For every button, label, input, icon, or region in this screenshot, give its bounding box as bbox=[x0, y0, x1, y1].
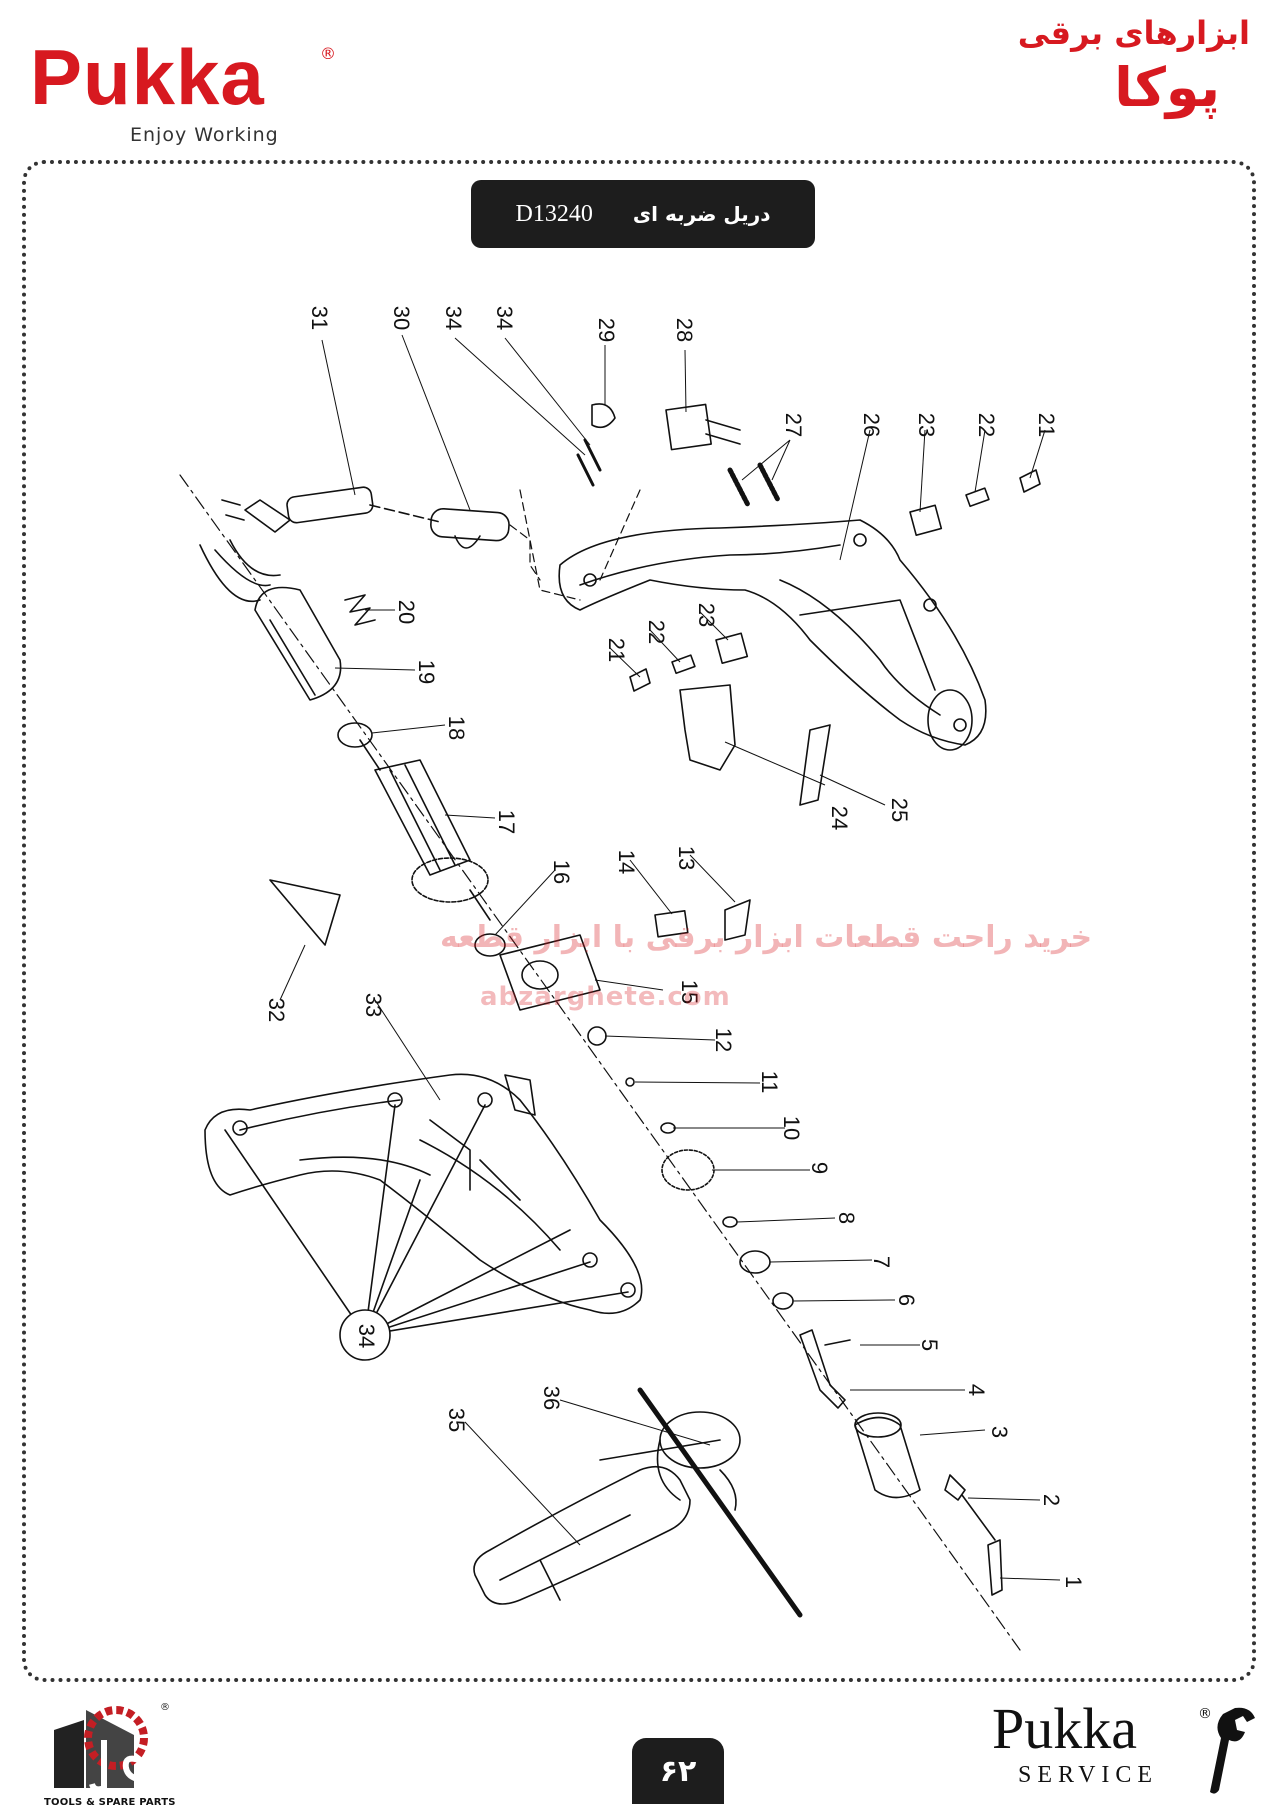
part-label-35: 35 bbox=[444, 1408, 469, 1432]
wrench-icon bbox=[1210, 1707, 1255, 1794]
model-header: D13240 دریل ضربه ای bbox=[471, 180, 815, 248]
part-label-6: 6 bbox=[894, 1294, 919, 1306]
auxiliary-handle-part bbox=[473, 1387, 803, 1618]
dotted-frame bbox=[22, 160, 1256, 1682]
part-label-19: 19 bbox=[414, 660, 439, 684]
part-label-8: 8 bbox=[834, 1212, 859, 1224]
part-label-31: 31 bbox=[307, 306, 332, 330]
stator-part bbox=[199, 539, 342, 701]
part-label-32: 32 bbox=[264, 998, 289, 1022]
part-label-22: 22 bbox=[974, 413, 999, 437]
part-label-14: 14 bbox=[614, 850, 639, 874]
part-label-33: 33 bbox=[361, 993, 386, 1017]
part-label-20: 20 bbox=[394, 600, 419, 624]
part-label-16: 16 bbox=[549, 860, 574, 884]
part-label-28: 28 bbox=[672, 318, 697, 342]
part-label-15: 15 bbox=[677, 980, 702, 1004]
brand-tagline: Enjoy Working bbox=[130, 124, 279, 146]
power-plug-part bbox=[221, 486, 441, 533]
part-label-13: 13 bbox=[674, 846, 699, 870]
brand-registered-mark: ® bbox=[320, 44, 336, 63]
page-number: ۶۲ bbox=[632, 1738, 724, 1804]
part-label-30: 30 bbox=[389, 306, 414, 330]
brand-logo: Pukka bbox=[30, 33, 265, 121]
part-label-3: 3 bbox=[987, 1426, 1012, 1438]
part-label-4: 4 bbox=[964, 1384, 989, 1396]
model-name: دریل ضربه ای bbox=[632, 202, 771, 226]
cable-clamp-part bbox=[430, 508, 541, 581]
mjs-caption: TOOLS & SPARE PARTS bbox=[44, 1797, 176, 1808]
part-label-34: 34 bbox=[492, 306, 517, 330]
part-label-9: 9 bbox=[807, 1162, 832, 1174]
persian-title-line2: پوکا bbox=[1114, 56, 1220, 119]
part-label-2: 2 bbox=[1039, 1494, 1064, 1506]
mjs-logo-icon: ® bbox=[44, 1700, 170, 1800]
watermark-url: abzarghete.com bbox=[480, 982, 731, 1012]
armature-part bbox=[359, 739, 491, 921]
part-label-10: 10 bbox=[779, 1116, 804, 1140]
part-label-29: 29 bbox=[594, 318, 619, 342]
part-label-21: 21 bbox=[1034, 413, 1059, 437]
part-label-18: 18 bbox=[444, 716, 469, 740]
service-word: SERVICE bbox=[1018, 1762, 1159, 1788]
persian-title-line1: ابزارهای برقی bbox=[1017, 14, 1250, 52]
watermark-text: خرید راحت قطعات ابزار برقی با ابزار قطعه bbox=[440, 920, 1093, 955]
service-brand: Pukka bbox=[992, 1696, 1137, 1761]
housing-half-part bbox=[558, 519, 987, 751]
svg-text:®: ® bbox=[160, 1702, 170, 1713]
part-label-23: 23 bbox=[694, 603, 719, 627]
part-label-23: 23 bbox=[914, 413, 939, 437]
housing-outer-part bbox=[204, 1073, 643, 1315]
model-code: D13240 bbox=[515, 200, 593, 227]
part-label-24: 24 bbox=[827, 806, 852, 830]
part-label-17: 17 bbox=[494, 810, 519, 834]
part-label-7: 7 bbox=[869, 1256, 894, 1268]
part-label-22: 22 bbox=[644, 620, 669, 644]
part-label-34: 34 bbox=[354, 1324, 379, 1348]
part-label-27: 27 bbox=[781, 413, 806, 437]
part-label-11: 11 bbox=[757, 1071, 782, 1094]
part-label-1: 1 bbox=[1061, 1576, 1086, 1588]
part-label-25: 25 bbox=[887, 798, 912, 822]
part-label-26: 26 bbox=[859, 413, 884, 437]
part-label-12: 12 bbox=[711, 1028, 736, 1052]
part-label-21: 21 bbox=[604, 638, 629, 662]
part-label-36: 36 bbox=[539, 1386, 564, 1410]
part-label-34: 34 bbox=[441, 306, 466, 330]
part-label-5: 5 bbox=[917, 1339, 942, 1351]
service-registered-mark: ® bbox=[1198, 1706, 1212, 1722]
